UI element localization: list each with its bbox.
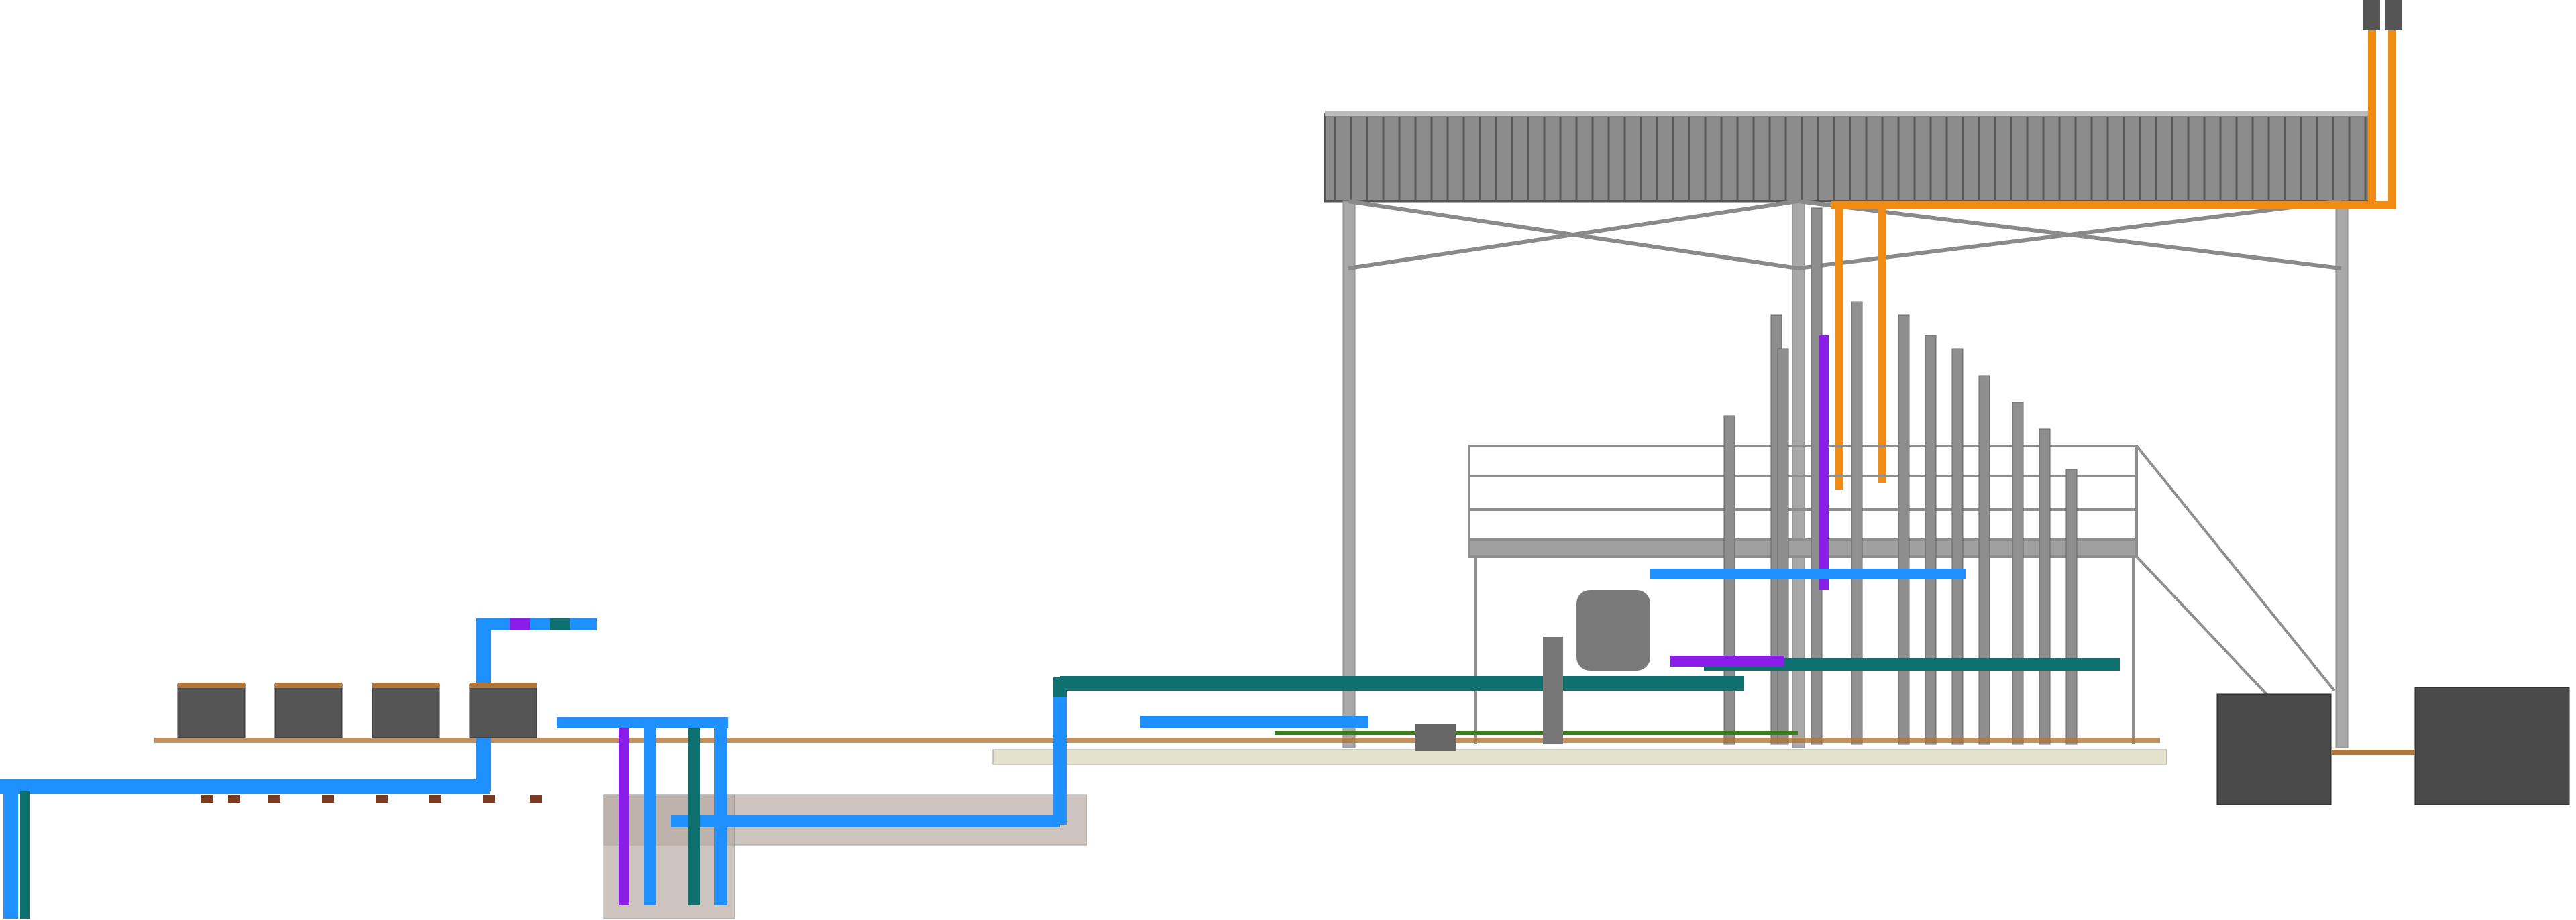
column-left (1342, 200, 1356, 748)
teal-top-run (550, 618, 570, 630)
process-pipe (1723, 415, 1735, 745)
teal-riser-right (1053, 677, 1067, 697)
purple-line (1670, 656, 1784, 667)
cooler (177, 683, 246, 738)
roof-canopy (1324, 111, 2376, 203)
filter-vessel (1576, 590, 1650, 671)
purple-top-run (510, 618, 530, 630)
support-foot (483, 795, 495, 803)
exhaust-stack (2368, 30, 2376, 205)
blue-riser-right (1053, 681, 1067, 825)
stair-stringer (2135, 445, 2336, 692)
concrete-trench (557, 677, 1087, 919)
process-pipe (2065, 469, 2078, 745)
process-pipe (2039, 428, 2051, 745)
brown-link (2331, 750, 2415, 755)
teal-main (1060, 676, 1744, 691)
roof-edge (1325, 111, 2375, 116)
exhaust-riser (1878, 201, 1886, 483)
blue-supply-line (0, 779, 490, 794)
equipment-box (2216, 693, 2332, 805)
blue-top-run (476, 618, 597, 630)
support-foot (268, 795, 280, 803)
exhaust-stack (2388, 30, 2396, 205)
purple-riser (1819, 335, 1829, 590)
column-right (2335, 200, 2349, 748)
process-pipe (2012, 402, 2024, 745)
brace (1348, 199, 1799, 270)
green-drain (1275, 731, 1798, 735)
teal-header (1704, 658, 2120, 671)
process-horizontal-pipes (1060, 569, 2120, 751)
brace (1797, 199, 2342, 270)
process-pipe (1777, 348, 1789, 745)
roof-ribs (1334, 117, 2367, 200)
cooling-water-header (1650, 569, 1966, 579)
exhaust-cap (2385, 0, 2402, 30)
support-foot (201, 795, 213, 803)
teal-vertical (20, 791, 30, 919)
support-foot (530, 795, 542, 803)
cooler-frame (275, 683, 342, 688)
support-foot (228, 795, 240, 803)
support-foot (429, 795, 441, 803)
cooler (274, 683, 343, 738)
platform-deck (1468, 538, 2138, 558)
exhaust-riser (1835, 201, 1843, 490)
process-pipe (1978, 375, 1990, 745)
cooler-frame (178, 683, 245, 688)
support-foot (322, 795, 334, 803)
process-vertical-pipes (1723, 207, 2078, 745)
left-pipework (0, 618, 597, 919)
equipment-box (2414, 687, 2570, 805)
downpipe-purple (619, 724, 629, 905)
separator-vessel (1543, 637, 1563, 744)
skid-base (992, 749, 2167, 765)
exhaust-header (1831, 201, 2396, 209)
trench-blue-line (671, 815, 1060, 827)
process-pipe (1898, 314, 1910, 745)
cooler-frame (470, 683, 537, 688)
branch-blue (557, 717, 728, 728)
process-pipe (1951, 348, 1964, 745)
process-pipe (1851, 301, 1863, 745)
downpipe-blue (644, 721, 656, 905)
cooler (469, 683, 537, 738)
pump (1415, 724, 1456, 751)
blue-line (1140, 716, 1368, 728)
blue-vertical (3, 785, 18, 919)
exhaust-cap (2363, 0, 2380, 30)
downpipe-blue (714, 721, 727, 905)
exhaust-system (1831, 0, 2402, 490)
support-foot (376, 795, 388, 803)
process-pipe (1925, 335, 1937, 745)
cooler-units (177, 683, 542, 803)
steel-frame (1342, 199, 2349, 748)
downpipe-teal (688, 721, 700, 905)
cooler (372, 683, 440, 738)
lube-oil-line (154, 738, 2160, 743)
cooler-frame (372, 683, 439, 688)
